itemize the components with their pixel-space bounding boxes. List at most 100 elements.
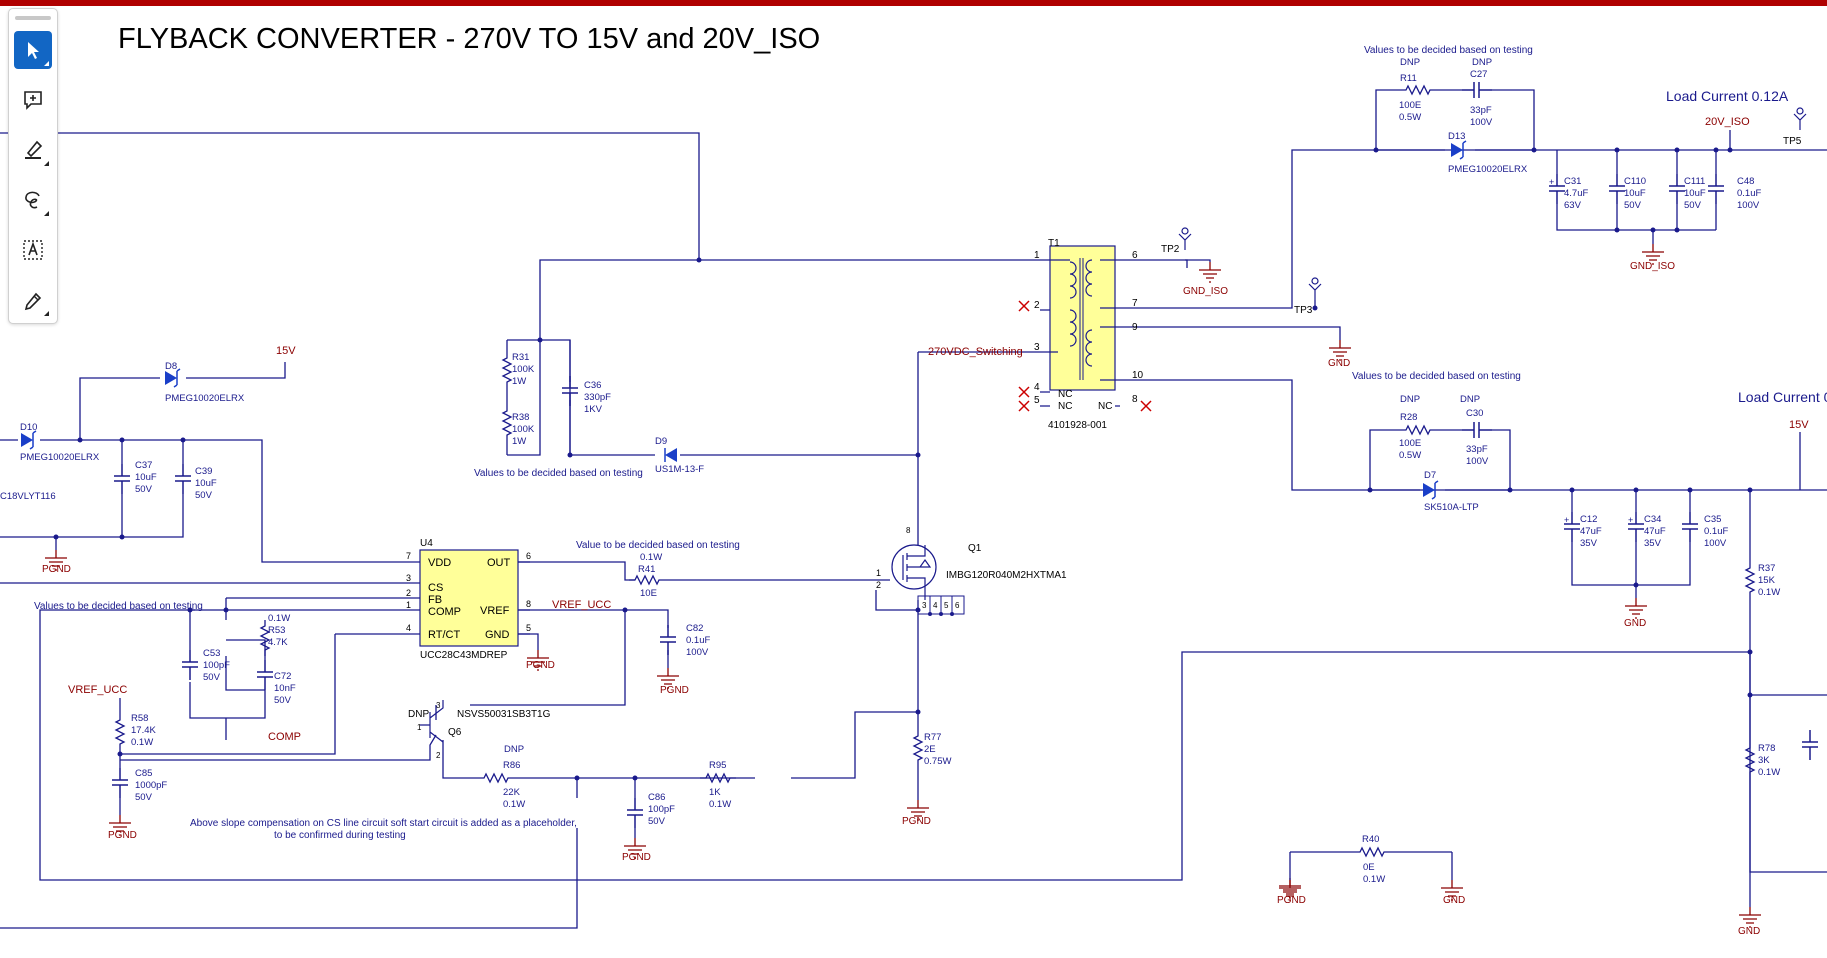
capacitor-c111[interactable] [1668, 173, 1686, 205]
freehand-draw-button[interactable] [14, 181, 52, 219]
c37-ref: C37 [135, 460, 152, 471]
svg-text:100V: 100V [1470, 117, 1493, 128]
resistor-r78[interactable] [1745, 741, 1755, 779]
svg-text:10uF: 10uF [195, 478, 217, 489]
notes: Values to be decided based on testing Va… [34, 45, 1533, 841]
t1-pin-6: 6 [1132, 250, 1138, 261]
svg-text:35V: 35V [1644, 538, 1662, 549]
svg-text:0.1W: 0.1W [268, 613, 290, 624]
svg-text:10E: 10E [640, 588, 657, 599]
resistor-r28[interactable] [1399, 425, 1437, 435]
resistor-r86[interactable] [477, 773, 515, 783]
transformer-t1[interactable]: T1 4101928-001 1 2 3 4 5 6 7 8 9 10 NC N… [1018, 238, 1152, 431]
highlight-button[interactable] [14, 131, 52, 169]
diode-d9[interactable] [664, 447, 678, 463]
document-top-border [0, 0, 1827, 6]
text-box-button[interactable] [14, 231, 52, 269]
note-slope-compensation: Above slope compensation on CS line circ… [190, 818, 577, 829]
ic-u4[interactable]: U4 UCC28C43MDREP VDD OUT CS FB COMP VREF… [400, 538, 531, 661]
note-confirm-testing: to be confirmed during testing [274, 830, 406, 841]
svg-text:1K: 1K [709, 787, 721, 798]
pgnd-u4-label: PGND [526, 660, 555, 671]
c31-ref: C31 [1564, 176, 1581, 187]
t1-pin-1: 1 [1034, 250, 1040, 261]
toolbar-drag-handle[interactable] [15, 16, 51, 20]
ground-symbols [44, 243, 1762, 928]
capacitor-c37[interactable] [113, 463, 131, 495]
svg-text:0.1W: 0.1W [640, 552, 662, 563]
bjt-q6[interactable]: DNP Q6 NSVS50031SB3T1G 1 3 2 [408, 700, 551, 760]
resistor-r38[interactable] [502, 404, 512, 442]
svg-text:0.5W: 0.5W [1399, 450, 1421, 461]
diode-d7[interactable] [1422, 480, 1439, 500]
d7-ref: D7 [1424, 470, 1436, 481]
resistor-r95[interactable] [699, 773, 737, 783]
capacitor-c85[interactable] [111, 767, 129, 799]
note-values-decided: Values to be decided based on testing [34, 601, 203, 612]
resistor-r77[interactable] [913, 729, 923, 767]
resistor-r31[interactable] [502, 351, 512, 389]
svg-text:DNP: DNP [504, 744, 524, 755]
svg-text:0.1W: 0.1W [131, 737, 153, 748]
svg-text:10uF: 10uF [1624, 188, 1646, 199]
diode-d13[interactable] [1450, 140, 1467, 160]
capacitor-c53[interactable] [181, 649, 199, 681]
no-connect-mark [1018, 386, 1030, 398]
capacitor-c110[interactable] [1608, 173, 1626, 205]
select-tool-button[interactable] [14, 31, 52, 69]
u4-rtct-label: RT/CT [428, 629, 460, 641]
cursor-arrow-icon [28, 42, 39, 59]
q1-pin-1: 1 [876, 568, 881, 578]
t1-nc-label-3: NC [1098, 401, 1112, 412]
resistor-r58[interactable] [115, 713, 125, 751]
q6-pin-3: 3 [436, 701, 441, 710]
testpoint-tp3[interactable] [1308, 277, 1322, 301]
svg-text:50V: 50V [135, 484, 153, 495]
u4-ref: U4 [420, 538, 433, 549]
r53-ref: R53 [268, 625, 285, 636]
test-points: TP2 TP3 TP5 [1161, 107, 1807, 316]
component-labels: DNP DNP R11 100E 0.5W C27 33pF 100V D13 … [0, 57, 1780, 885]
u4-fb-label: FB [428, 594, 442, 606]
diode-d10[interactable] [20, 430, 37, 450]
c36-ref: C36 [584, 380, 601, 391]
u4-part: UCC28C43MDREP [420, 650, 508, 661]
svg-text:PMEG10020ELRX: PMEG10020ELRX [20, 452, 100, 463]
r41-ref: R41 [638, 564, 655, 575]
u4-pin-4: 4 [406, 623, 411, 633]
capacitor-c82[interactable] [659, 624, 677, 656]
t1-nc-label-1: NC [1058, 389, 1072, 400]
capacitor-c86[interactable] [626, 797, 644, 829]
sign-button[interactable] [14, 281, 52, 319]
r95-ref: R95 [709, 760, 726, 771]
svg-text:0.1uF: 0.1uF [1704, 526, 1728, 537]
capacitor-c72[interactable] [256, 659, 274, 691]
junction-dots [53, 147, 1753, 781]
resistor-r40[interactable] [1353, 847, 1391, 857]
svg-text:47uF: 47uF [1644, 526, 1666, 537]
lasso-curve-icon [25, 191, 40, 209]
c12-ref: C12 [1580, 514, 1597, 525]
comment-plus-icon [24, 91, 42, 110]
note-value-decided: Value to be decided based on testing [576, 540, 740, 551]
testpoint-tp2[interactable] [1178, 227, 1192, 251]
add-comment-button[interactable] [14, 81, 52, 119]
resistor-r37[interactable] [1745, 561, 1755, 599]
capacitors: + + + [111, 81, 1818, 829]
capacitor-c48[interactable] [1707, 173, 1725, 205]
svg-text:0.1uF: 0.1uF [686, 635, 710, 646]
c82-ref: C82 [686, 623, 703, 634]
resistor-r11[interactable] [1399, 85, 1437, 95]
gnd-iso-out-label: GND_ISO [1630, 261, 1675, 272]
capacitor-c30[interactable] [1461, 421, 1493, 439]
capacitor-c35[interactable] [1681, 511, 1699, 543]
resistor-r41[interactable] [628, 575, 666, 585]
q6-pin-1: 1 [417, 723, 422, 732]
testpoint-tp5[interactable] [1793, 107, 1807, 131]
mosfet-q1[interactable]: Q1 IMBG120R040M2HXTMA1 8 1 2 3 4 5 6 [876, 526, 1067, 615]
capacitor-c39[interactable] [174, 463, 192, 495]
load-current-label: Load Current 0 [1738, 389, 1827, 405]
capacitor-c27[interactable] [1461, 81, 1493, 99]
svg-text:100E: 100E [1399, 100, 1421, 111]
